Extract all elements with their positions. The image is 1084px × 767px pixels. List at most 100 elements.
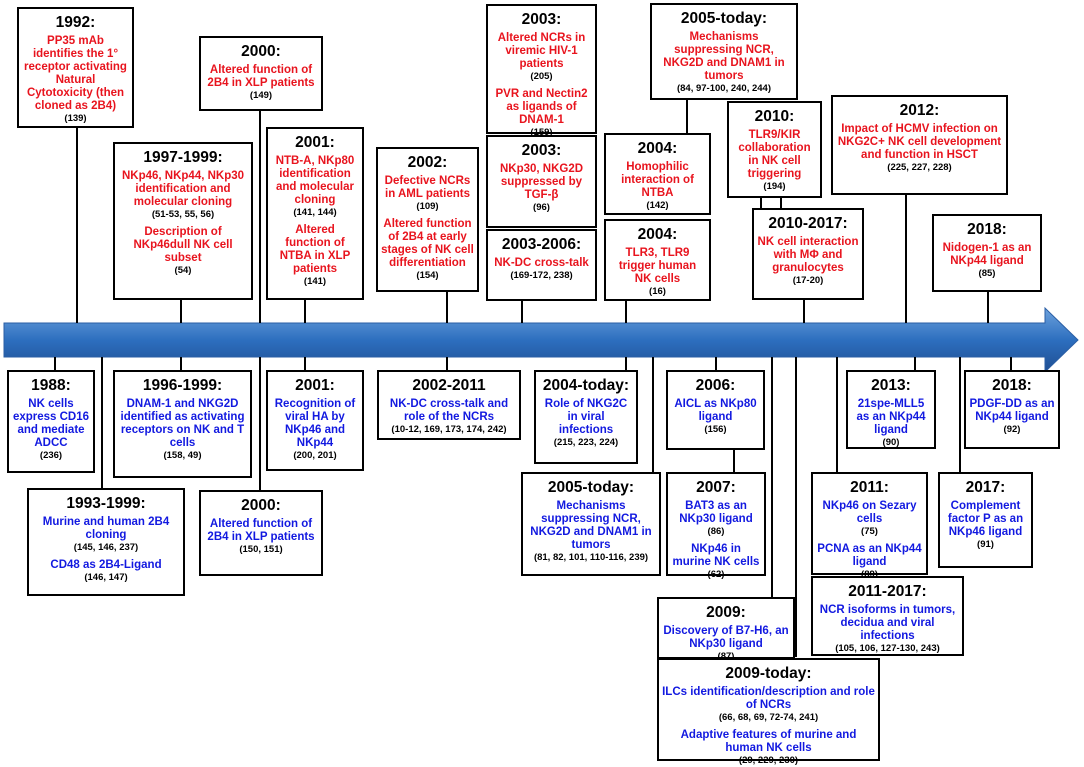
event-box-2005-today-below: 2005-today: Mechanisms suppressing NCR, … bbox=[521, 472, 661, 576]
event-entry: Mechanisms suppressing NCR, NKG2D and DN… bbox=[526, 500, 656, 564]
event-box-2010-2017: 2010-2017: NK cell interaction with MΦ a… bbox=[752, 208, 864, 300]
event-year: 1996-1999: bbox=[142, 377, 223, 394]
event-refs: (141, 144) bbox=[293, 207, 337, 218]
event-refs: (54) bbox=[174, 265, 192, 276]
event-year: 2001: bbox=[295, 377, 335, 394]
event-year: 1988: bbox=[31, 377, 71, 394]
event-refs: (86) bbox=[707, 526, 725, 537]
event-refs: (236) bbox=[39, 450, 63, 461]
event-year: 2003: bbox=[521, 11, 562, 28]
event-year: 2007: bbox=[696, 479, 736, 496]
event-text: NKp46, NKp44, NKp30 identification and m… bbox=[121, 170, 245, 208]
event-year: 2002-2011 bbox=[412, 377, 486, 394]
event-year: 2002: bbox=[407, 154, 448, 171]
event-text: Defective NCRs in AML patients bbox=[384, 175, 471, 200]
event-text: Murine and human 2B4 cloning bbox=[42, 516, 170, 541]
event-entry: NK cells express CD16 and mediate ADCC(2… bbox=[12, 398, 90, 462]
event-box-2011: 2011: NKp46 on Sezary cells(75) PCNA as … bbox=[811, 472, 928, 580]
connector-line bbox=[987, 292, 989, 323]
event-entry: NKp46, NKp44, NKp30 identification and m… bbox=[118, 170, 248, 221]
event-text: NTB-A, NKp80 identification and molecula… bbox=[275, 155, 355, 206]
event-refs: (87) bbox=[717, 651, 735, 662]
event-entry: DNAM-1 and NKG2D identified as activatin… bbox=[118, 398, 247, 462]
event-refs: (150, 151) bbox=[239, 544, 283, 555]
event-entry: Adaptive features of murine and human NK… bbox=[662, 729, 875, 767]
event-refs: (51-53, 55, 56) bbox=[151, 209, 215, 220]
event-refs: (158, 49) bbox=[163, 450, 202, 461]
event-text: Impact of HCMV infection on NKG2C+ NK ce… bbox=[837, 123, 1002, 161]
event-box-2002-2011: 2002-2011 NK-DC cross-talk and role of t… bbox=[377, 370, 521, 440]
event-refs: (17-20) bbox=[792, 275, 824, 286]
event-text: Recognition of viral HA by NKp46 and NKp… bbox=[274, 398, 356, 449]
event-box-2006: 2006: AICL as NKp80 ligand(156) bbox=[666, 370, 765, 450]
event-year: 2003: bbox=[521, 142, 562, 159]
connector-line bbox=[771, 357, 773, 597]
event-box-2003-hiv: 2003: Altered NCRs in viremic HIV-1 pati… bbox=[486, 4, 597, 138]
event-entry: ILCs identification/description and role… bbox=[662, 686, 875, 724]
event-box-2018-above: 2018: Nidogen-1 as an NKp44 ligand(85) bbox=[932, 214, 1042, 292]
event-box-2004-ntba: 2004: Homophilic interaction of NTBA(142… bbox=[604, 133, 711, 215]
event-year: 2010-2017: bbox=[768, 215, 848, 232]
event-year: 2004: bbox=[637, 140, 678, 157]
event-refs: (154) bbox=[416, 270, 439, 281]
event-box-2004-today: 2004-today: Role of NKG2C in viral infec… bbox=[534, 370, 638, 464]
event-refs: (10-12, 169, 173, 174, 242) bbox=[391, 424, 507, 435]
event-refs: (96) bbox=[533, 202, 550, 213]
event-text: NCR isoforms in tumors, decidua and vira… bbox=[819, 604, 956, 642]
event-box-2003-tgf: 2003: NKp30, NKG2D suppressed by TGF-β(9… bbox=[486, 135, 597, 228]
event-refs: (81, 82, 101, 110-116, 239) bbox=[533, 552, 649, 563]
event-text: NK cell interaction with MΦ and granuloc… bbox=[757, 236, 859, 274]
event-refs: (92) bbox=[1003, 424, 1021, 435]
event-refs: (29, 229, 230) bbox=[738, 755, 799, 766]
event-text: Altered function of 2B4 in XLP patients bbox=[207, 518, 315, 543]
event-entry: NKp46 on Sezary cells(75) bbox=[816, 500, 923, 538]
event-year: 2004: bbox=[637, 226, 678, 243]
event-text: NK cells express CD16 and mediate ADCC bbox=[12, 398, 90, 449]
event-entry: NK cell interaction with MΦ and granuloc… bbox=[757, 236, 859, 287]
event-text: Description of NKp46dull NK cell subset bbox=[133, 226, 233, 264]
event-text: NK-DC cross-talk bbox=[494, 257, 589, 269]
event-entry: Discovery of B7-H6, an NKp30 ligand(87) bbox=[662, 625, 790, 663]
connector-line bbox=[101, 357, 103, 488]
event-text: Altered function of 2B4 at early stages … bbox=[381, 218, 474, 269]
event-entry: Altered function of 2B4 in XLP patients(… bbox=[204, 64, 318, 102]
event-text: Altered function of 2B4 in XLP patients bbox=[207, 64, 315, 89]
event-refs: (66, 68, 69, 72-74, 241) bbox=[718, 712, 819, 723]
event-box-2001-below: 2001: Recognition of viral HA by NKp46 a… bbox=[266, 370, 364, 471]
event-text: 21spe-MLL5 as an NKp44 ligand bbox=[856, 398, 926, 436]
event-box-2001-above: 2001: NTB-A, NKp80 identification and mo… bbox=[266, 127, 364, 300]
event-entry: Altered function of 2B4 at early stages … bbox=[381, 218, 474, 282]
event-box-2009-today: 2009-today: ILCs identification/descript… bbox=[657, 658, 880, 766]
event-box-2010: 2010: TLR9/KIR collaboration in NK cell … bbox=[727, 101, 822, 198]
event-text: CD48 as 2B4-Ligand bbox=[50, 559, 162, 571]
event-box-2005-today-above: 2005-today: Mechanisms suppressing NCR, … bbox=[650, 3, 798, 100]
connector-line bbox=[180, 300, 182, 323]
connector-line bbox=[521, 300, 523, 323]
connector-line bbox=[733, 450, 735, 472]
event-text: Nidogen-1 as an NKp44 ligand bbox=[942, 242, 1032, 267]
event-year: 2011-2017: bbox=[848, 583, 927, 600]
event-text: PCNA as an NKp44 ligand bbox=[817, 543, 922, 568]
event-text: PP35 mAb identifies the 1° receptor acti… bbox=[24, 35, 127, 112]
event-year: 2010: bbox=[754, 108, 795, 125]
event-year: 2003-2006: bbox=[501, 236, 582, 253]
event-entry: Role of NKG2C in viral infections(215, 2… bbox=[539, 398, 633, 449]
connector-line bbox=[905, 195, 907, 323]
event-text: Mechanisms suppressing NCR, NKG2D and DN… bbox=[530, 500, 652, 551]
event-text: NKp46 on Sezary cells bbox=[822, 500, 917, 525]
event-refs: (156) bbox=[704, 424, 727, 435]
connector-line bbox=[625, 357, 627, 370]
event-entry: CD48 as 2B4-Ligand(146, 147) bbox=[32, 559, 180, 584]
event-box-1993-1999: 1993-1999: Murine and human 2B4 cloning(… bbox=[27, 488, 185, 596]
event-year: 2009: bbox=[706, 604, 746, 621]
event-year: 2011: bbox=[850, 479, 889, 496]
connector-line bbox=[780, 198, 782, 210]
event-refs: (90) bbox=[882, 437, 900, 448]
event-year: 2017: bbox=[965, 479, 1006, 496]
connector-line bbox=[304, 300, 306, 323]
connector-line bbox=[259, 357, 261, 490]
event-refs: (109) bbox=[416, 201, 439, 212]
event-year: 1992: bbox=[55, 14, 96, 31]
connector-line bbox=[76, 128, 78, 323]
event-refs: (146, 147) bbox=[84, 572, 128, 583]
